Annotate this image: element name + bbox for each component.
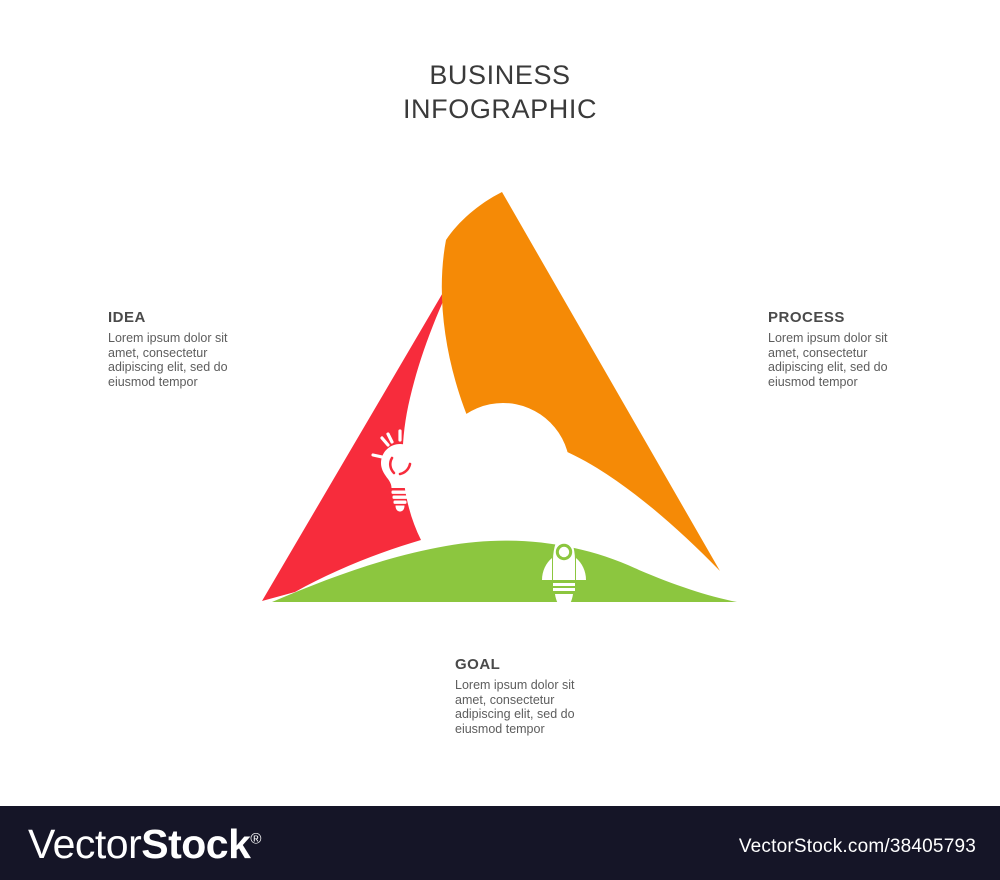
callout-process-body: Lorem ipsum dolor sit amet, consectetur … (768, 331, 888, 389)
segment-process[interactable] (441, 192, 720, 571)
logo-text-light: Vector (28, 821, 142, 867)
callout-goal-title: GOAL (455, 656, 501, 673)
rocket-icon (542, 528, 586, 610)
watermark-bar: VectorStock® VectorStock.com/38405793 (0, 806, 1000, 880)
segment-goal-shape[interactable] (272, 540, 737, 602)
callout-process: PROCESS Lorem ipsum dolor sit amet, cons… (768, 309, 903, 389)
callout-idea-title: IDEA (108, 309, 146, 326)
triangle-pinwheel-diagram (250, 180, 750, 610)
callout-idea-body: Lorem ipsum dolor sit amet, consectetur … (108, 331, 228, 389)
lightbulb-icon (371, 429, 429, 512)
callout-process-title: PROCESS (768, 309, 845, 326)
logo-text-bold: Stock (141, 821, 251, 867)
title-line-1: BUSINESS (429, 60, 571, 90)
registered-mark-icon: ® (250, 830, 261, 848)
segment-goal[interactable] (272, 540, 737, 602)
callout-goal: GOAL Lorem ipsum dolor sit amet, consect… (455, 656, 590, 736)
segment-process-shape[interactable] (441, 192, 720, 571)
callout-idea: IDEA Lorem ipsum dolor sit amet, consect… (108, 309, 243, 389)
infographic-artboard: BUSINESS INFOGRAPHIC (0, 58, 1000, 736)
callout-goal-body: Lorem ipsum dolor sit amet, consectetur … (455, 678, 575, 736)
center-circle (436, 403, 570, 537)
page-title: BUSINESS INFOGRAPHIC (0, 58, 1000, 126)
title-line-2: INFOGRAPHIC (402, 94, 598, 124)
vectorstock-logo: VectorStock® (28, 821, 261, 868)
watermark-url: VectorStock.com/38405793 (738, 836, 976, 857)
